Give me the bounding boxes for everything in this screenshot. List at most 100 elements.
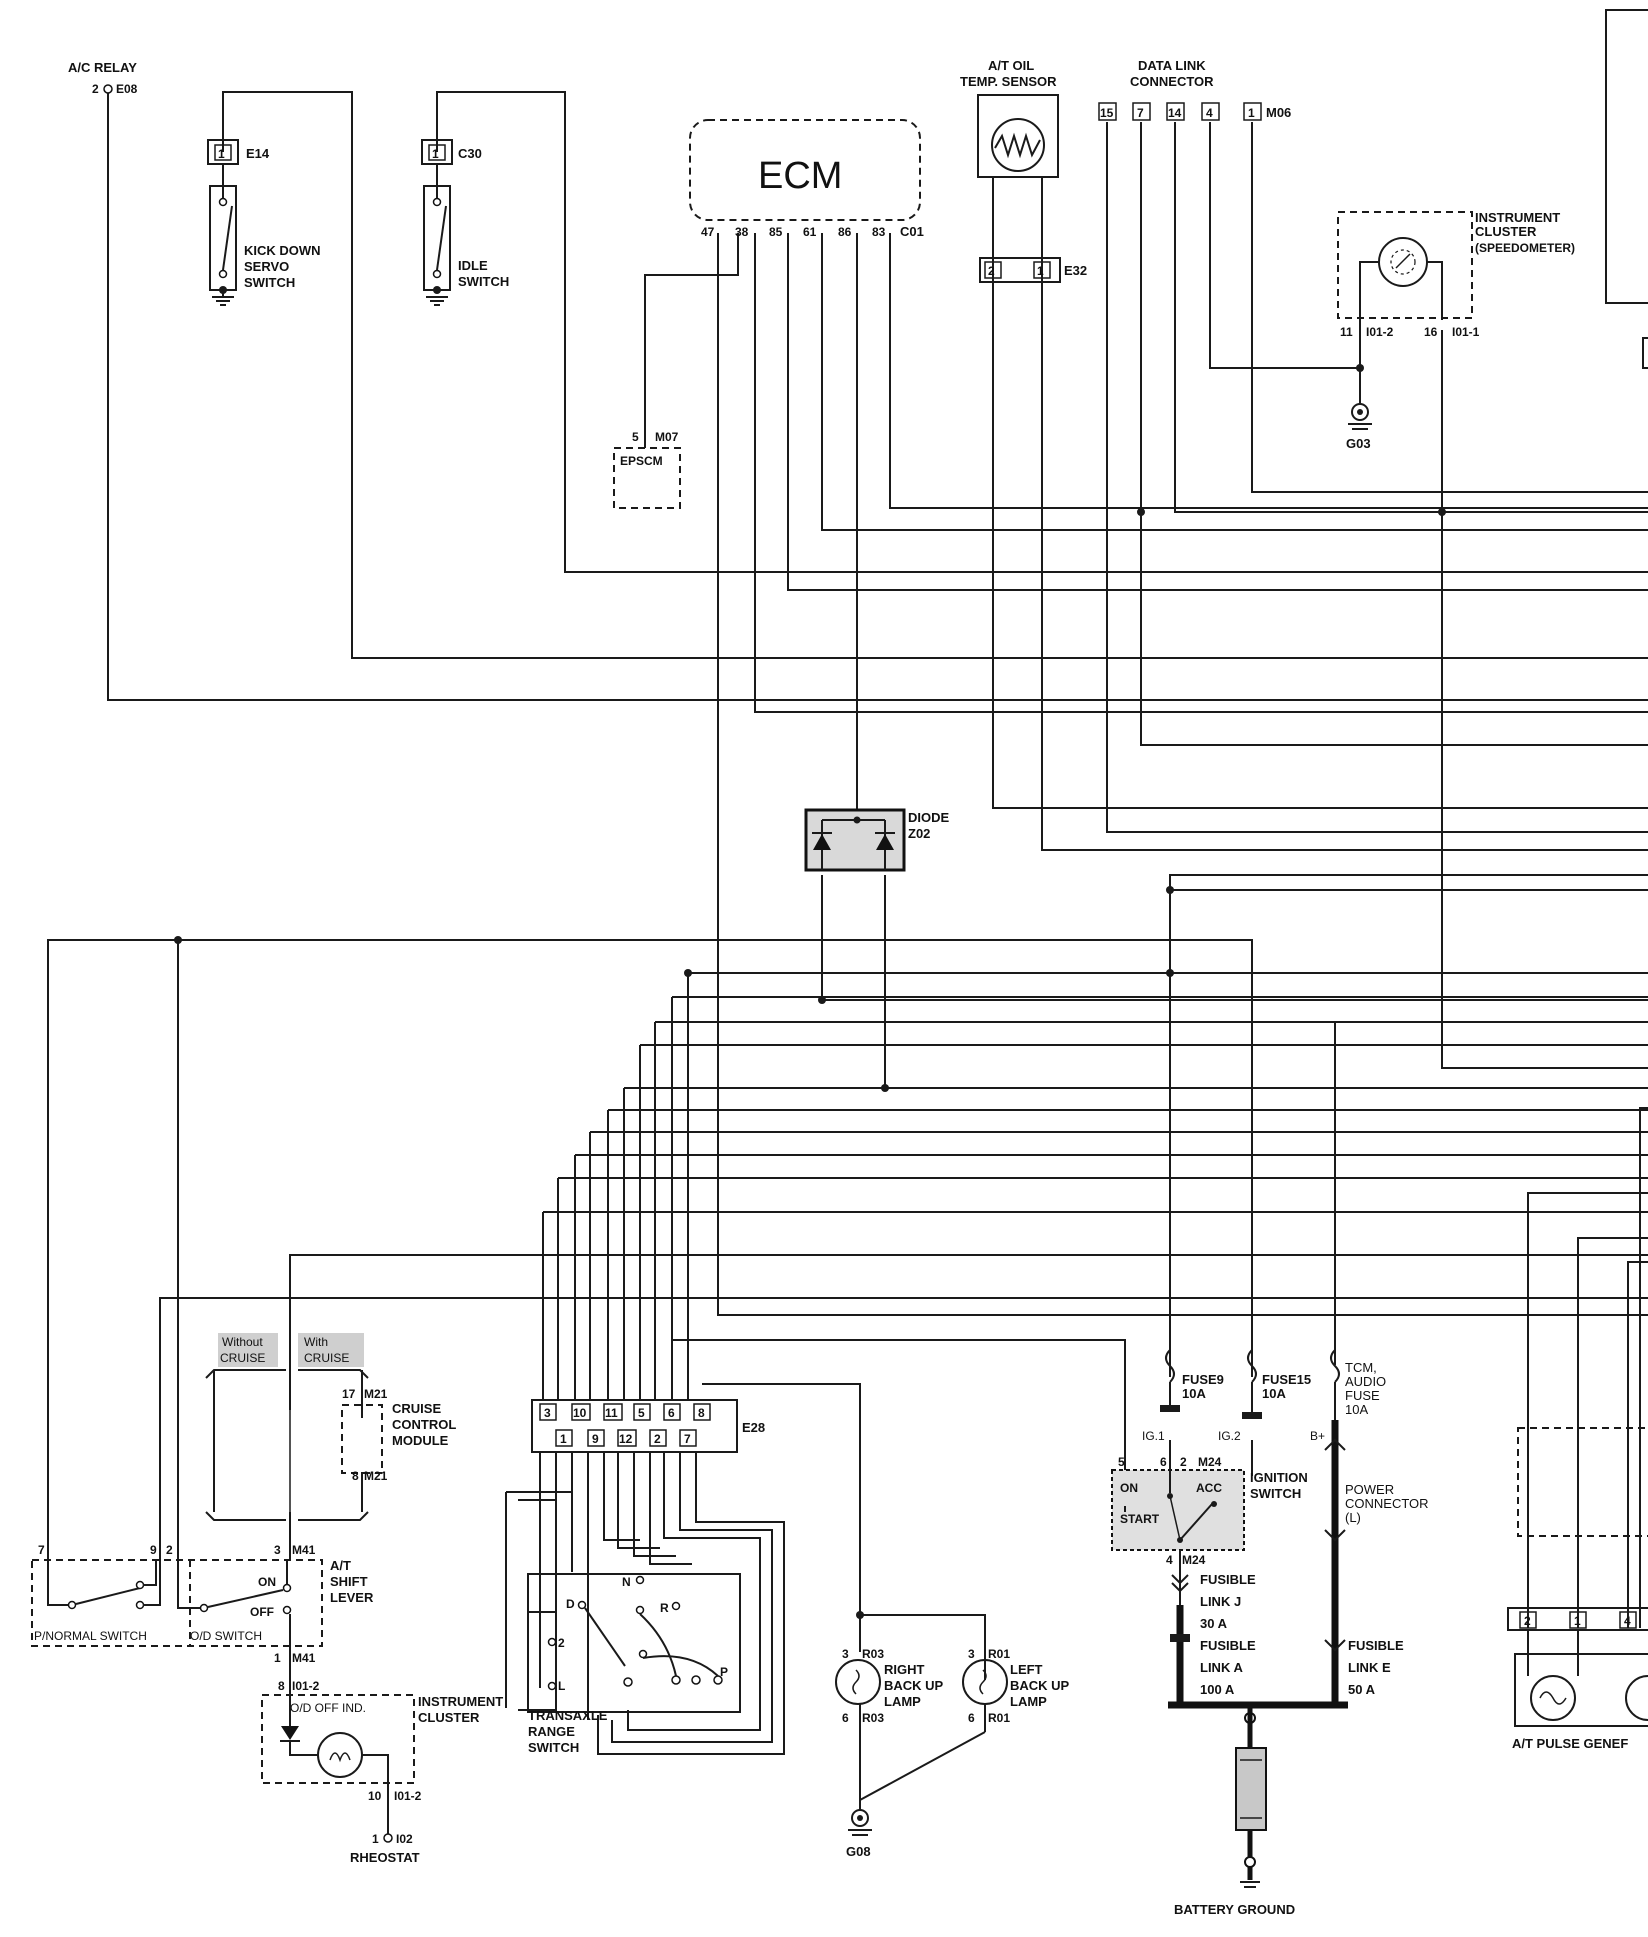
oil-temp-connector: E32 bbox=[1064, 263, 1087, 278]
e28-pin-11: 11 bbox=[605, 1406, 618, 1420]
cluster-top-conn-left: I01-2 bbox=[1366, 325, 1394, 339]
range-label-2: RANGE bbox=[528, 1724, 575, 1739]
od-cluster-conn-bottom: I01-2 bbox=[394, 1789, 422, 1803]
rheostat-label: RHEOSTAT bbox=[350, 1850, 420, 1865]
cruise-pin-top: 17 bbox=[342, 1387, 356, 1401]
right-lamp-pin-bottom: 6 bbox=[842, 1711, 849, 1725]
tcm-fuse-tag: B+ bbox=[1310, 1429, 1325, 1443]
range-label-3: SWITCH bbox=[528, 1740, 579, 1755]
od-off-cluster: 8 I01-2 O/D OFF IND. INSTRUMENT CLUSTER … bbox=[261, 1665, 503, 1865]
idle-switch-pin: 1 bbox=[432, 147, 439, 161]
ign-pin-2: 2 bbox=[1180, 1455, 1187, 1469]
wire-bus bbox=[47, 91, 1648, 1628]
cruise-control-module: 17 M21 8 M21 CRUISE CONTROL MODULE bbox=[341, 1387, 456, 1483]
cruise-label-2: CONTROL bbox=[392, 1417, 456, 1432]
kick-down-connector: E14 bbox=[246, 146, 270, 161]
ign-pin-5: 5 bbox=[1118, 1455, 1125, 1469]
pulse-pin-4: 4 bbox=[1624, 1614, 1631, 1628]
fusible-j-label-2: LINK J bbox=[1200, 1594, 1241, 1609]
fusible-j-label-3: 30 A bbox=[1200, 1616, 1228, 1631]
tcm-fuse-label-3: FUSE bbox=[1345, 1388, 1380, 1403]
shift-label-3: LEVER bbox=[330, 1590, 374, 1605]
e28-pin-5: 5 bbox=[638, 1406, 645, 1420]
cruise-pin-bottom: 8 bbox=[352, 1469, 359, 1483]
fuse9-tag: IG.1 bbox=[1142, 1429, 1165, 1443]
fusible-links: FUSIBLE LINK J 30 A FUSIBLE LINK A 100 A… bbox=[1168, 1420, 1429, 1917]
idle-switch-label-1: IDLE bbox=[458, 258, 488, 273]
diode-connector: Z02 bbox=[908, 826, 930, 841]
shift-pin-top: 3 bbox=[274, 1543, 281, 1557]
oil-temp-pin-2: 2 bbox=[988, 264, 995, 278]
shift-conn-top: M41 bbox=[292, 1543, 316, 1557]
pulse-pin-1: 1 bbox=[1574, 1614, 1581, 1628]
right-lamp-conn-bottom: R03 bbox=[862, 1711, 884, 1725]
kick-down-label-1: KICK DOWN bbox=[244, 243, 321, 258]
shift-label-2: SHIFT bbox=[330, 1574, 368, 1589]
without-cruise-1: Without bbox=[222, 1335, 263, 1349]
oil-temp-pin-1: 1 bbox=[1037, 264, 1044, 278]
ign-pin-6: 6 bbox=[1160, 1455, 1167, 1469]
with-cruise-1: With bbox=[304, 1335, 328, 1349]
data-link-connector-id: M06 bbox=[1266, 105, 1291, 120]
od-on-label: ON bbox=[258, 1575, 276, 1589]
ac-relay-pin: 2 bbox=[92, 82, 99, 96]
shift-pin-bottom: 1 bbox=[274, 1651, 281, 1665]
transaxle-range-switch: D 2 L N R P TRANSAXLE RANGE SWITCH bbox=[505, 1452, 785, 1755]
fuse15-tag: IG.2 bbox=[1218, 1429, 1241, 1443]
kick-down-switch: 1 E14 KICK DOWN SERVO SWITCH bbox=[207, 139, 321, 306]
ecm-pin-38: 38 bbox=[735, 225, 749, 239]
right-lamp-conn-top: R03 bbox=[862, 1647, 884, 1661]
rheostat-pin: 1 bbox=[372, 1832, 379, 1846]
data-link-pin-4: 4 bbox=[1206, 106, 1213, 120]
ac-relay-label: A/C RELAY bbox=[68, 60, 137, 75]
data-link-pin-14: 14 bbox=[1168, 106, 1182, 120]
data-link-label-1: DATA LINK bbox=[1138, 58, 1206, 73]
fusible-a-label-2: LINK A bbox=[1200, 1660, 1243, 1675]
tcm-fuse-label-1: TCM, bbox=[1345, 1360, 1377, 1375]
fusible-e-label-2: LINK E bbox=[1348, 1660, 1391, 1675]
ecm-pin-47: 47 bbox=[701, 225, 715, 239]
fusible-j-label-1: FUSIBLE bbox=[1200, 1572, 1256, 1587]
rheostat-connector: I02 bbox=[396, 1832, 413, 1846]
cruise-label-3: MODULE bbox=[392, 1433, 449, 1448]
with-cruise-2: CRUISE bbox=[304, 1351, 349, 1365]
pulse-generator: 2 1 4 A/T PULSE GENEF bbox=[1507, 1427, 1648, 1751]
cruise-conn-top: M21 bbox=[364, 1387, 388, 1401]
fusible-e-label-3: 50 A bbox=[1348, 1682, 1376, 1697]
without-cruise-2: CRUISE bbox=[220, 1351, 265, 1365]
shift-pin9: 9 bbox=[150, 1543, 157, 1557]
cluster-top-label-3: (SPEEDOMETER) bbox=[1475, 241, 1575, 255]
range-pos-l: L bbox=[558, 1679, 565, 1693]
oil-temp-label-2: TEMP. SENSOR bbox=[960, 74, 1057, 89]
shift-conn-bottom: M41 bbox=[292, 1651, 316, 1665]
od-cluster-label-2: CLUSTER bbox=[418, 1710, 480, 1725]
shift-pin2: 2 bbox=[166, 1543, 173, 1557]
cluster-top-pin-left: 11 bbox=[1340, 325, 1353, 339]
shift-pin7: 7 bbox=[38, 1543, 45, 1557]
data-link-pin-7: 7 bbox=[1137, 106, 1144, 120]
left-lamp-conn-top: R01 bbox=[988, 1647, 1010, 1661]
e28-pin-10: 10 bbox=[573, 1406, 587, 1420]
e28-pin-12: 12 bbox=[619, 1432, 633, 1446]
epscm-connector: M07 bbox=[655, 430, 679, 444]
od-cluster-pin-top: 8 bbox=[278, 1679, 285, 1693]
diode-label: DIODE bbox=[908, 810, 950, 825]
od-switch-label: O/D SWITCH bbox=[190, 1629, 262, 1643]
kick-down-pin: 1 bbox=[218, 147, 225, 161]
epscm-label: EPSCM bbox=[620, 454, 663, 468]
ign-pos-on: ON bbox=[1120, 1481, 1138, 1495]
ecm-pin-83: 83 bbox=[872, 225, 886, 239]
data-link-label-2: CONNECTOR bbox=[1130, 74, 1214, 89]
left-lamp-label-2: BACK UP bbox=[1010, 1678, 1070, 1693]
data-link-pin-15: 15 bbox=[1100, 106, 1114, 120]
range-pos-p: P bbox=[720, 1665, 728, 1679]
od-off-label: OFF bbox=[250, 1605, 274, 1619]
right-lamp-label-2: BACK UP bbox=[884, 1678, 944, 1693]
range-pos-d: D bbox=[566, 1597, 575, 1611]
left-lamp-pin-top: 3 bbox=[968, 1647, 975, 1661]
left-lamp-pin-bottom: 6 bbox=[968, 1711, 975, 1725]
power-conn-label-2: CONNECTOR bbox=[1345, 1496, 1429, 1511]
e28-pin-9: 9 bbox=[592, 1432, 599, 1446]
junction-dots bbox=[174, 508, 1446, 1092]
cruise-conn-bottom: M21 bbox=[364, 1469, 388, 1483]
